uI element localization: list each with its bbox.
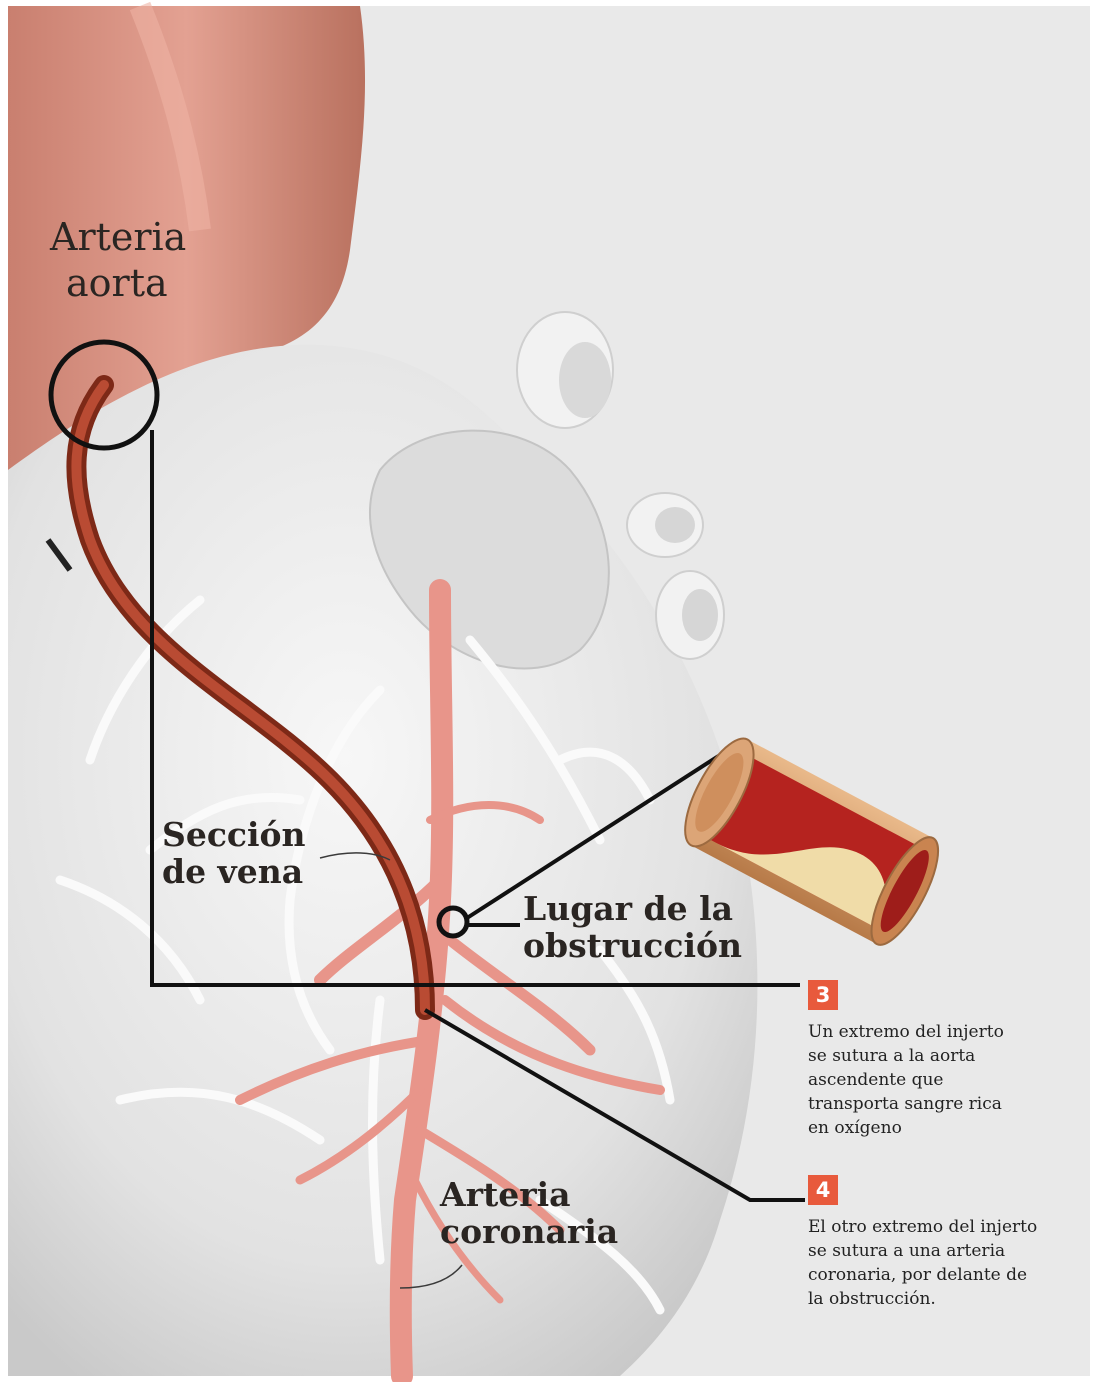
step-3: 3 Un extremo del injerto se sutura a la … xyxy=(808,980,1004,1140)
step-3-line-3: ascendente que xyxy=(808,1068,1004,1092)
label-arteria-coronaria: Arteria coronaria xyxy=(440,1178,618,1248)
label-arteria-aorta: Arteria aorta xyxy=(50,218,186,302)
step-3-line-2: se sutura a la aorta xyxy=(808,1044,1004,1068)
step-3-line-1: Un extremo del injerto xyxy=(808,1020,1004,1044)
label-lugar-de-la-obstruccion: Lugar de la obstrucción xyxy=(523,892,742,962)
label-coronaria-line-2: coronaria xyxy=(440,1215,618,1248)
vessel-2-lumen xyxy=(655,507,695,543)
vessel-3-lumen xyxy=(682,589,718,641)
step-3-line-4: transporta sangre rica xyxy=(808,1092,1004,1116)
step-3-text: Un extremo del injerto se sutura a la ao… xyxy=(808,1020,1004,1140)
vessel-1-lumen xyxy=(559,342,611,418)
label-aorta-line-1: Arteria xyxy=(50,218,186,256)
step-4-line-2: se sutura a una arteria xyxy=(808,1239,1037,1263)
label-seccion-de-vena: Sección de vena xyxy=(162,818,306,888)
label-vena-line-1: Sección xyxy=(162,818,306,851)
step-4-line-3: coronaria, por delante de xyxy=(808,1263,1037,1287)
step-4-text: El otro extremo del injerto se sutura a … xyxy=(808,1215,1037,1311)
label-aorta-line-2: aorta xyxy=(50,264,186,302)
label-vena-line-2: de vena xyxy=(162,855,306,888)
step-3-line-5: en oxígeno xyxy=(808,1116,1004,1140)
step-4-line-1: El otro extremo del injerto xyxy=(808,1215,1037,1239)
step-4-line-4: la obstrucción. xyxy=(808,1287,1037,1311)
label-obstruccion-line-2: obstrucción xyxy=(523,929,742,962)
label-obstruccion-line-1: Lugar de la xyxy=(523,892,742,925)
step-4: 4 El otro extremo del injerto se sutura … xyxy=(808,1175,1037,1311)
step-4-number: 4 xyxy=(808,1175,838,1205)
step-3-number: 3 xyxy=(808,980,838,1010)
label-coronaria-line-1: Arteria xyxy=(440,1178,618,1211)
